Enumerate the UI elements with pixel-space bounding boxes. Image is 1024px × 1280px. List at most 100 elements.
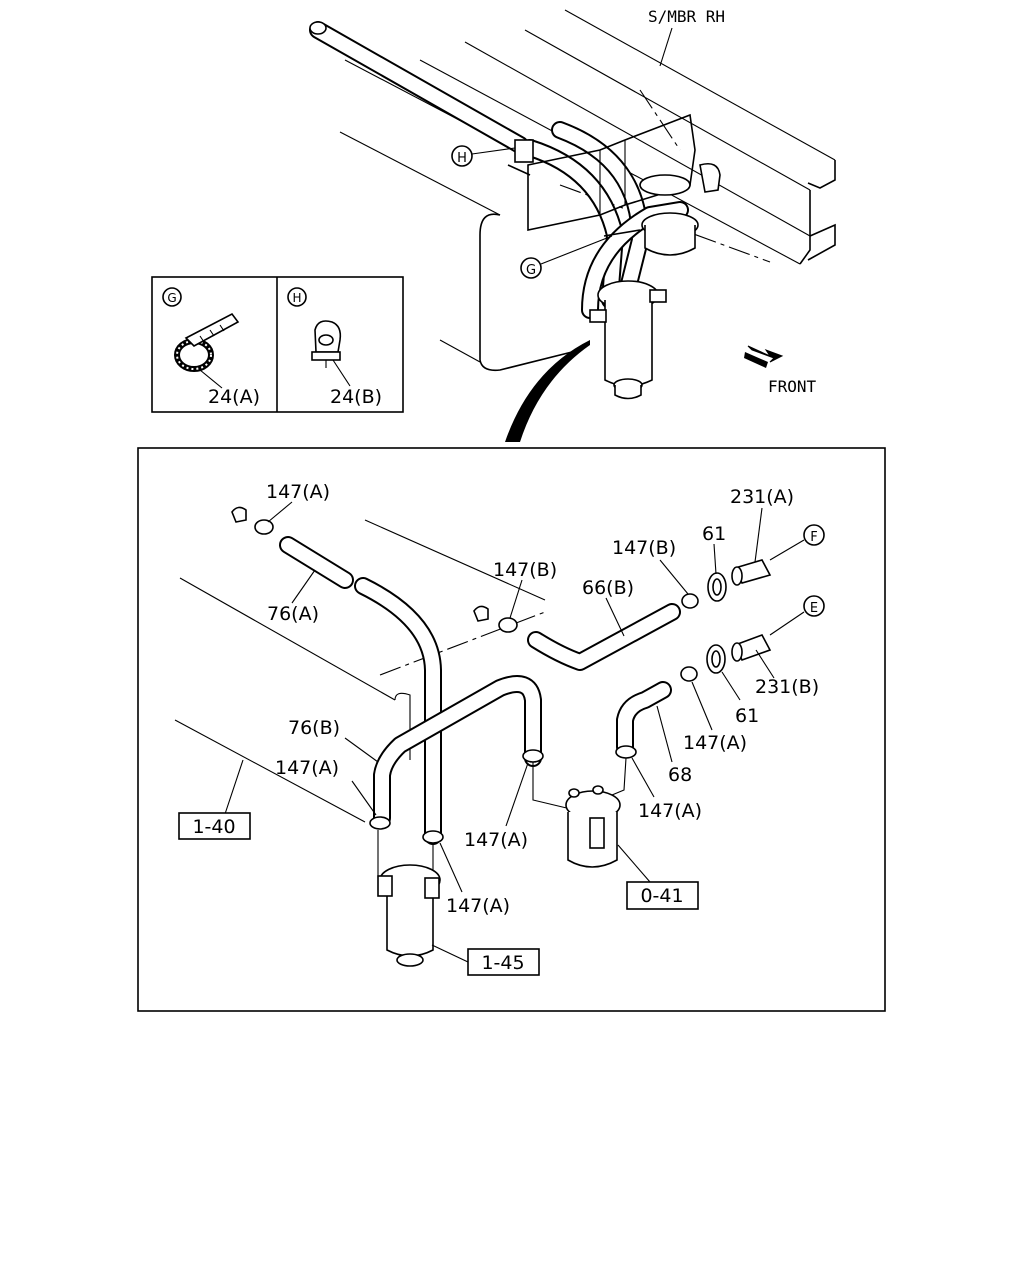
clamp-147a-bottom [422, 830, 444, 844]
label-147a-top-left: 147(A) [266, 481, 330, 503]
label-66b: 66(B) [582, 577, 634, 599]
callout-h-letter: H [457, 151, 467, 166]
ref-box-1-45[interactable] [467, 948, 540, 976]
overview-filter-lower [589, 280, 667, 400]
label-68: 68 [668, 764, 692, 786]
connection-f-leader [769, 539, 805, 561]
legend-h-letter: H [292, 291, 301, 305]
front-label: FRONT [768, 377, 817, 396]
overview-filter-upper [639, 162, 721, 256]
label-61-lower: 61 [735, 705, 759, 727]
front-arrow-icon [744, 345, 784, 368]
connection-f-letter: F [810, 530, 817, 545]
pipe-231a [731, 559, 772, 586]
leader-147b-right [659, 559, 689, 595]
clamp-61-upper [707, 572, 727, 602]
clamp-147a-top-left [231, 506, 274, 535]
clamp-147b-mid [473, 605, 518, 633]
side-member-label: S/MBR RH [648, 7, 725, 26]
leader-ref-1-45 [431, 944, 469, 963]
clamp-147a-right [680, 666, 698, 682]
leader-147a-bottom [439, 842, 463, 893]
leader-61-lower [721, 671, 741, 701]
leader-147a-filter [631, 757, 655, 798]
label-147a-left: 147(A) [275, 757, 339, 779]
leader-147a-right [691, 681, 713, 731]
legend-g-circle [162, 287, 182, 307]
clamp-147a-filter [615, 745, 637, 759]
hose-66b [527, 603, 681, 671]
leader-147a-center [505, 762, 529, 827]
detail-pointer-swoosh [505, 340, 590, 442]
legend-h-circle [287, 287, 307, 307]
leader-76b [344, 737, 379, 763]
ref-box-1-40[interactable] [178, 812, 251, 840]
leader-66b [605, 597, 625, 637]
hose-clip-icon [311, 320, 342, 368]
label-231b: 231(B) [755, 676, 819, 698]
leader-147a-left [351, 780, 377, 816]
ref-label-1-45: 1-45 [481, 952, 524, 974]
clamp-147a-center [522, 749, 544, 763]
label-61-upper: 61 [702, 523, 726, 545]
label-231a: 231(A) [730, 486, 794, 508]
legend-h-leader [332, 359, 351, 387]
clamp-147a-left [369, 816, 391, 830]
fuel-filter-1-45 [377, 830, 441, 967]
side-member-frame [419, 9, 836, 265]
pipe-231b [731, 634, 772, 662]
label-76a: 76(A) [267, 603, 319, 625]
detail-tank-outline [174, 519, 546, 823]
connection-e-circle [803, 595, 825, 617]
leader-ref-0-41 [617, 844, 651, 883]
fuel-filter-0-41 [532, 757, 627, 868]
fuel-tank-outline [339, 59, 771, 372]
legend-g-part-number: 24(A) [208, 386, 260, 408]
label-147a-bottom: 147(A) [446, 895, 510, 917]
leader-68 [656, 705, 673, 763]
callout-h-circle [451, 145, 473, 167]
overview-hose-main [309, 21, 689, 329]
label-147a-filter: 147(A) [638, 800, 702, 822]
ref-box-0-41[interactable] [626, 881, 699, 910]
label-147b-right: 147(B) [612, 537, 676, 559]
ref-label-0-41: 0-41 [640, 885, 683, 907]
leader-231b [755, 649, 775, 679]
cable-tie-icon [174, 312, 240, 372]
leader-147b-mid [509, 579, 523, 619]
clamp-147b-right [681, 593, 699, 609]
leader-ref-1-40 [224, 759, 244, 815]
legend-g-leader [199, 369, 223, 389]
callout-h-leader [471, 147, 516, 155]
detail-view: F E 147(A) 147(B) 147(B) 61 231(A) 66(B)… [137, 447, 886, 1012]
leader-147a-top-left [267, 501, 293, 523]
detail-frame [137, 447, 886, 1012]
label-147b-mid: 147(B) [493, 559, 557, 581]
top-overview: S/MBR RH H G FRONT [309, 7, 836, 442]
label-76b: 76(B) [288, 717, 340, 739]
legend-h-part-number: 24(B) [330, 386, 382, 408]
callout-g-circle [520, 257, 542, 279]
overview-band-clip [603, 229, 641, 237]
leader-231a [754, 507, 763, 563]
side-member-leader [659, 27, 673, 67]
hose-68 [616, 681, 672, 756]
callout-g-leader [540, 235, 613, 265]
leader-76a [291, 569, 316, 604]
ref-label-1-40: 1-40 [192, 816, 235, 838]
leader-61-upper [713, 543, 717, 575]
connection-f-circle [803, 524, 825, 546]
hose-76a [279, 536, 442, 845]
overview-bracket [527, 113, 696, 231]
clamp-61-lower [706, 644, 726, 674]
connection-e-letter: E [810, 601, 818, 616]
clip-legend: G 24(A) H 24(B) [151, 276, 404, 413]
hose-76b [373, 675, 542, 827]
overview-clip-h [507, 139, 534, 176]
label-147a-center: 147(A) [464, 829, 528, 851]
label-147a-right: 147(A) [683, 732, 747, 754]
callout-g-letter: G [526, 263, 536, 278]
connection-e-leader [769, 611, 805, 636]
legend-g-letter: G [167, 291, 176, 305]
